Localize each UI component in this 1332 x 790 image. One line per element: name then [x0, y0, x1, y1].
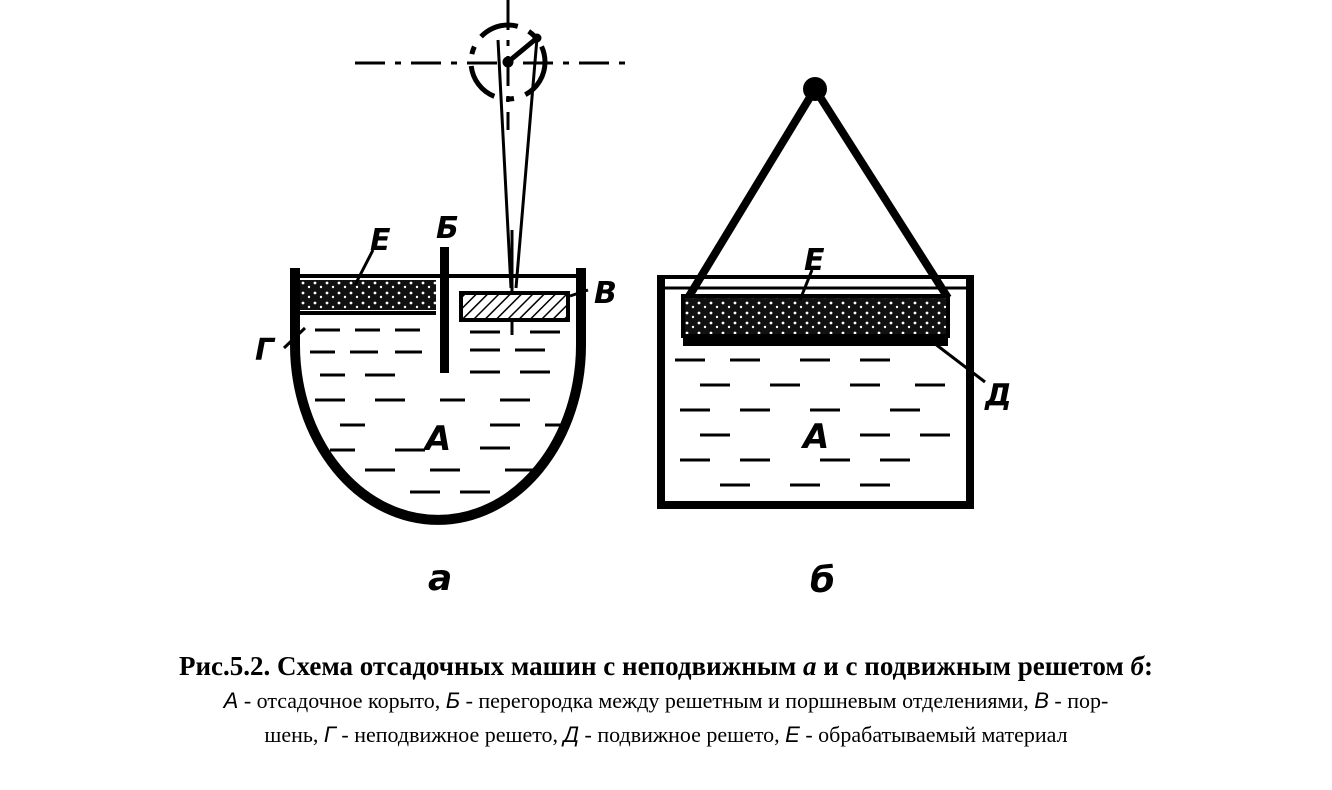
- caption-title-middle: и с подвижным решетом: [823, 651, 1124, 681]
- label-a-G: Г: [255, 333, 276, 368]
- material-layer-b: [681, 294, 950, 338]
- caption-legend-line-2: шень, Г - неподвижное решето, Д - подвиж…: [20, 718, 1312, 752]
- caption-text-V1: - пор-: [1048, 688, 1109, 713]
- caption-text-E: - обрабатываемый материал: [799, 722, 1068, 747]
- label-b-A: А: [800, 417, 829, 457]
- caption-key-G: Г: [323, 722, 336, 747]
- caption-text-B: - перегородка между решетным и поршневым…: [460, 688, 1035, 713]
- caption-title-a: а: [802, 651, 817, 681]
- caption-title-end: :: [1144, 651, 1154, 681]
- trough-a: [290, 268, 586, 525]
- label-a-A: А: [422, 419, 451, 459]
- label-a-V: В: [594, 276, 617, 311]
- caption-text-G: - неподвижное решето,: [335, 722, 564, 747]
- suspension-frame: [684, 77, 952, 301]
- caption-key-B: Б: [445, 688, 461, 713]
- figure-caption: Рис.5.2. Схема отсадочных машин с неподв…: [20, 648, 1312, 752]
- panel-a-fixed-sieve-machine: Е Б В Г А а: [255, 0, 625, 599]
- caption-text-V2: шень,: [264, 722, 324, 747]
- caption-key-D: Д: [563, 722, 580, 747]
- label-a-B: Б: [436, 211, 459, 246]
- caption-key-V: В: [1034, 688, 1049, 713]
- partition: [440, 247, 449, 373]
- caption-text-D: - подвижное решето,: [579, 722, 786, 747]
- caption-key-E: Е: [785, 722, 800, 747]
- caption-title-prefix: Рис.5.2. Схема отсадочных машин с неподв…: [178, 651, 797, 681]
- tank-b: [657, 277, 974, 509]
- panel-b-label: б: [810, 560, 835, 601]
- water-dashes-a: [310, 328, 565, 494]
- caption-key-A: А: [223, 688, 239, 713]
- caption-title-b: б: [1130, 651, 1145, 681]
- moving-sieve: [683, 336, 948, 346]
- panel-b-moving-sieve-machine: Е Д А б: [657, 77, 1012, 601]
- piston: [459, 291, 570, 322]
- label-b-E: Е: [804, 243, 825, 278]
- caption-legend-line-1: А - отсадочное корыто, Б - перегородка м…: [20, 684, 1312, 718]
- water-dashes-b: [675, 358, 950, 487]
- caption-title: Рис.5.2. Схема отсадочных машин с неподв…: [20, 648, 1312, 684]
- label-b-D: Д: [984, 378, 1012, 413]
- panel-a-label: а: [428, 558, 452, 599]
- label-a-E: Е: [370, 223, 391, 258]
- material-layer-a: [300, 280, 436, 310]
- jigging-machines-diagram: Е Б В Г А а Е: [255, 0, 1012, 601]
- caption-text-A: - отсадочное корыто,: [238, 688, 446, 713]
